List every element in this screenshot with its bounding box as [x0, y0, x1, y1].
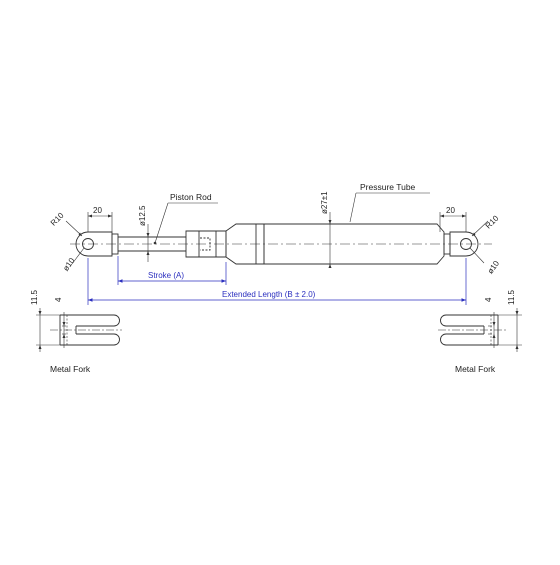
fork-left-gap-label: 4	[54, 297, 63, 302]
metal-fork-left-dims	[36, 308, 66, 352]
piston-rod	[118, 236, 186, 252]
tube-diameter-label: ø27±1	[320, 191, 329, 214]
metal-fork-right	[438, 314, 508, 346]
pressure-tube-label: Pressure Tube	[360, 182, 416, 192]
left-eye-width-label: 20	[93, 206, 102, 215]
metal-fork-right-dims	[488, 308, 522, 352]
dimension-lines	[65, 192, 489, 268]
metal-fork-left	[50, 314, 122, 346]
gas-spring-assembly	[70, 223, 492, 265]
metal-fork-left-label: Metal Fork	[50, 364, 91, 374]
right-eye-width-label: 20	[446, 206, 455, 215]
metal-fork-right-label: Metal Fork	[455, 364, 496, 374]
right-hole-label: ø10	[486, 259, 502, 276]
right-radius-label: R10	[484, 213, 501, 230]
blue-dimensions	[87, 256, 467, 305]
fork-right-gap-label: 4	[484, 297, 493, 302]
left-hole-label: ø10	[61, 256, 77, 273]
left-radius-label: R10	[49, 211, 66, 228]
fork-left-height-label: 11.5	[30, 289, 39, 305]
stroke-label: Stroke (A)	[148, 271, 184, 280]
extended-length-label: Extended Length (B ± 2.0)	[222, 290, 316, 299]
fork-right-height-label: 11.5	[507, 289, 516, 305]
rod-diameter-label: ø12.5	[138, 205, 147, 226]
piston-rod-label: Piston Rod	[170, 192, 212, 202]
